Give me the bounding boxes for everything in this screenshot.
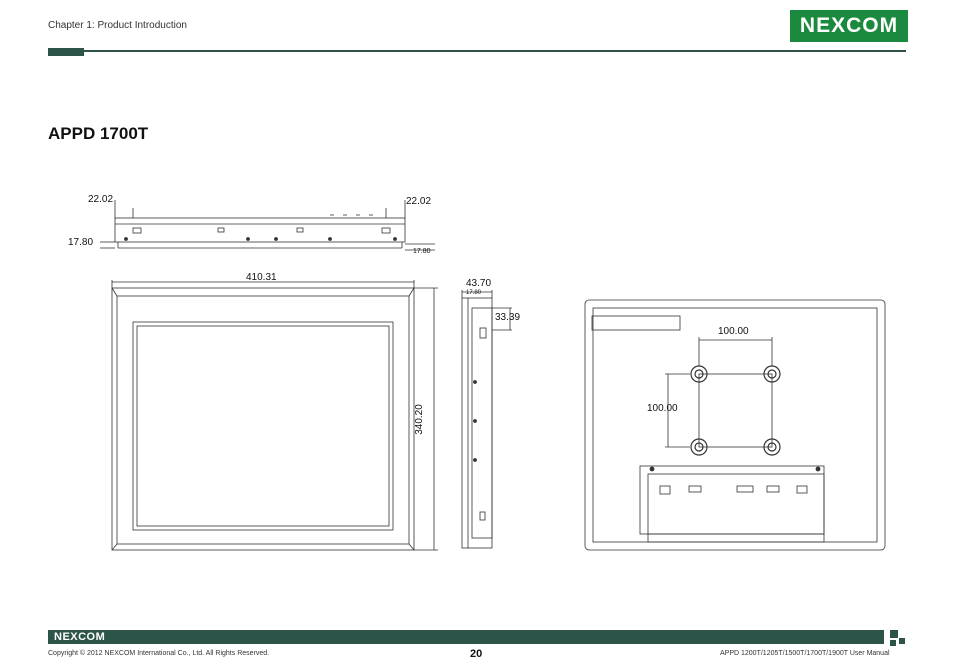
front-height-label: 340.20 [413,404,425,435]
logo-text: NEXCOM [799,14,899,37]
side-depth-label: 43.70 [466,278,492,289]
front-view-drawing [111,280,438,551]
footer-logo-text: NEXCOM [54,631,106,643]
vesa-horizontal-label: 100.00 [718,326,749,337]
footer-bar [48,630,884,644]
front-width-label: 410.31 [246,272,277,283]
footer-square-icon [890,630,898,638]
header-rule-accent [48,48,84,56]
top-left-height-label: 17.80 [68,237,94,248]
vesa-vertical-label: 100.00 [647,403,678,414]
footer-square-icon [899,638,905,644]
side-view-drawing [461,290,512,549]
manual-title: APPD 1200T/1205T/1500T/1700T/1900T User … [720,650,890,657]
nexcom-logo: NEXCOM [790,10,908,42]
page-title: APPD 1700T [48,124,149,143]
copyright-text: Copyright © 2012 NEXCOM International Co… [48,650,270,657]
side-small-label: 17.80 [466,290,482,296]
top-left-width-label: 22.02 [88,194,114,205]
page-number: 20 [470,648,483,660]
header-rule [48,50,906,52]
side-offset-label: 33.39 [495,312,521,323]
footer-square-icon [890,640,896,646]
top-right-height-label: 17.80 [413,248,431,255]
footer-logo: NEXCOM [54,630,105,644]
rear-view-drawing [584,299,886,551]
chapter-heading: Chapter 1: Product Introduction [48,20,187,31]
top-right-width-label: 22.02 [406,196,432,207]
top-view-drawing [100,200,435,251]
